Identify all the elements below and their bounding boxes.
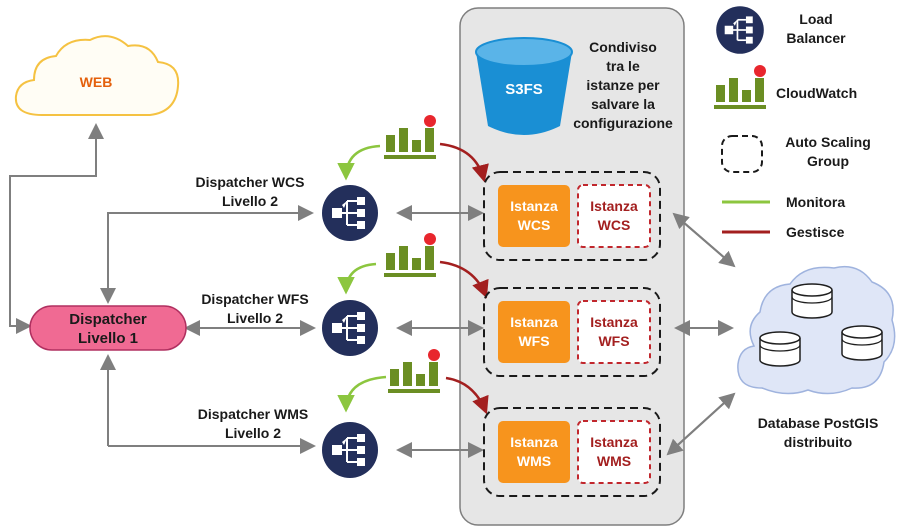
legend: Load Balancer CloudWatch Auto Scaling Gr… <box>714 5 871 240</box>
instance-wfs-scaled-line2: WFS <box>598 333 629 349</box>
web-label: WEB <box>80 74 113 90</box>
load-balancer-wms <box>321 421 379 479</box>
s3fs-note-line2: tra le <box>606 58 640 74</box>
dispatcher-wcs-line1: Dispatcher WCS <box>196 174 305 190</box>
legend-asg-line1: Auto Scaling <box>785 134 871 150</box>
cloudwatch-icon <box>714 65 766 109</box>
manage-lines <box>439 142 489 415</box>
dispatcher-level1-line2: Livello 1 <box>78 330 138 347</box>
database-cylinder-icon <box>759 331 801 367</box>
cloud-icon <box>14 35 180 116</box>
legend-asg: Auto Scaling Group <box>721 134 871 173</box>
database-cylinder-icon <box>791 283 833 319</box>
instance-wcs-scaled <box>577 184 651 248</box>
s3fs-note-line1: Condiviso <box>589 39 657 55</box>
legend-load-balancer-line2: Balancer <box>786 30 846 46</box>
bucket-icon <box>476 52 572 135</box>
cloudwatch-wfs <box>384 233 436 277</box>
dispatcher-wms-line1: Dispatcher WMS <box>198 406 308 422</box>
connectors <box>9 123 736 458</box>
load-balancer-wcs <box>321 184 379 242</box>
legend-load-balancer: Load Balancer <box>715 5 846 55</box>
legend-monitora: Monitora <box>722 194 845 210</box>
cloudwatch-icon <box>388 349 440 393</box>
dispatcher-wfs-line1: Dispatcher WFS <box>201 291 308 307</box>
instance-wms-line1: Istanza <box>510 434 558 450</box>
instance-wcs-line1: Istanza <box>510 198 558 214</box>
load-balancer-icon <box>321 421 379 479</box>
instance-wcs-scaled-line1: Istanza <box>590 198 638 214</box>
load-balancer-icon <box>715 5 765 55</box>
legend-gestisce: Gestisce <box>722 224 845 240</box>
load-balancer-icon <box>321 184 379 242</box>
s3fs-note: Condiviso tra le istanze per salvare la … <box>573 39 673 131</box>
instance-wcs <box>498 185 570 247</box>
database-cylinder-icon <box>841 325 883 361</box>
legend-cloudwatch-label: CloudWatch <box>776 85 857 101</box>
s3fs-note-line4: salvare la <box>591 96 655 112</box>
instance-wms-scaled-line1: Istanza <box>590 434 638 450</box>
database-label-line1: Database PostGIS <box>758 415 879 431</box>
instance-wms-scaled <box>577 420 651 484</box>
instance-wcs-line2: WCS <box>518 217 551 233</box>
load-balancer-wfs <box>321 299 379 357</box>
s3fs-bucket: S3FS <box>475 37 573 135</box>
instance-wms-scaled-line2: WMS <box>597 453 631 469</box>
asg-wcs: Istanza WCS Istanza WCS <box>483 171 661 261</box>
instance-wcs-scaled-line2: WCS <box>598 217 631 233</box>
instance-wms-line2: WMS <box>517 453 551 469</box>
load-balancer-icon <box>321 299 379 357</box>
s3fs-label: S3FS <box>505 81 543 98</box>
dispatcher-level1: Dispatcher Livello 1 <box>29 305 187 351</box>
database-cloud <box>737 265 896 395</box>
legend-monitora-label: Monitora <box>786 194 845 210</box>
dispatcher-level1-line1: Dispatcher <box>69 311 147 328</box>
instance-wms <box>498 421 570 483</box>
asg-wms: Istanza WMS Istanza WMS <box>483 407 661 497</box>
s3fs-note-line5: configurazione <box>573 115 673 131</box>
legend-cloudwatch: CloudWatch <box>714 65 857 109</box>
instance-wfs-scaled-line1: Istanza <box>590 314 638 330</box>
monitor-lines <box>337 144 387 413</box>
web-cloud: WEB <box>14 35 180 116</box>
dispatcher-wfs-line2: Livello 2 <box>227 310 283 326</box>
instance-wfs-line1: Istanza <box>510 314 558 330</box>
cloudwatch-wcs <box>384 115 436 159</box>
database-label-line2: distribuito <box>784 434 852 450</box>
cloudwatch-icon <box>384 115 436 159</box>
dispatcher-wms-line2: Livello 2 <box>225 425 281 441</box>
instance-wfs-line2: WFS <box>518 333 549 349</box>
legend-asg-line2: Group <box>807 153 849 169</box>
legend-load-balancer-line1: Load <box>799 11 832 27</box>
legend-gestisce-label: Gestisce <box>786 224 845 240</box>
cloudwatch-wms <box>388 349 440 393</box>
dispatcher-wcs-line2: Livello 2 <box>222 193 278 209</box>
cloudwatch-icon <box>384 233 436 277</box>
instance-wfs-scaled <box>577 300 651 364</box>
asg-wfs: Istanza WFS Istanza WFS <box>483 287 661 377</box>
instance-wfs <box>498 301 570 363</box>
s3fs-note-line3: istanze per <box>586 77 660 93</box>
